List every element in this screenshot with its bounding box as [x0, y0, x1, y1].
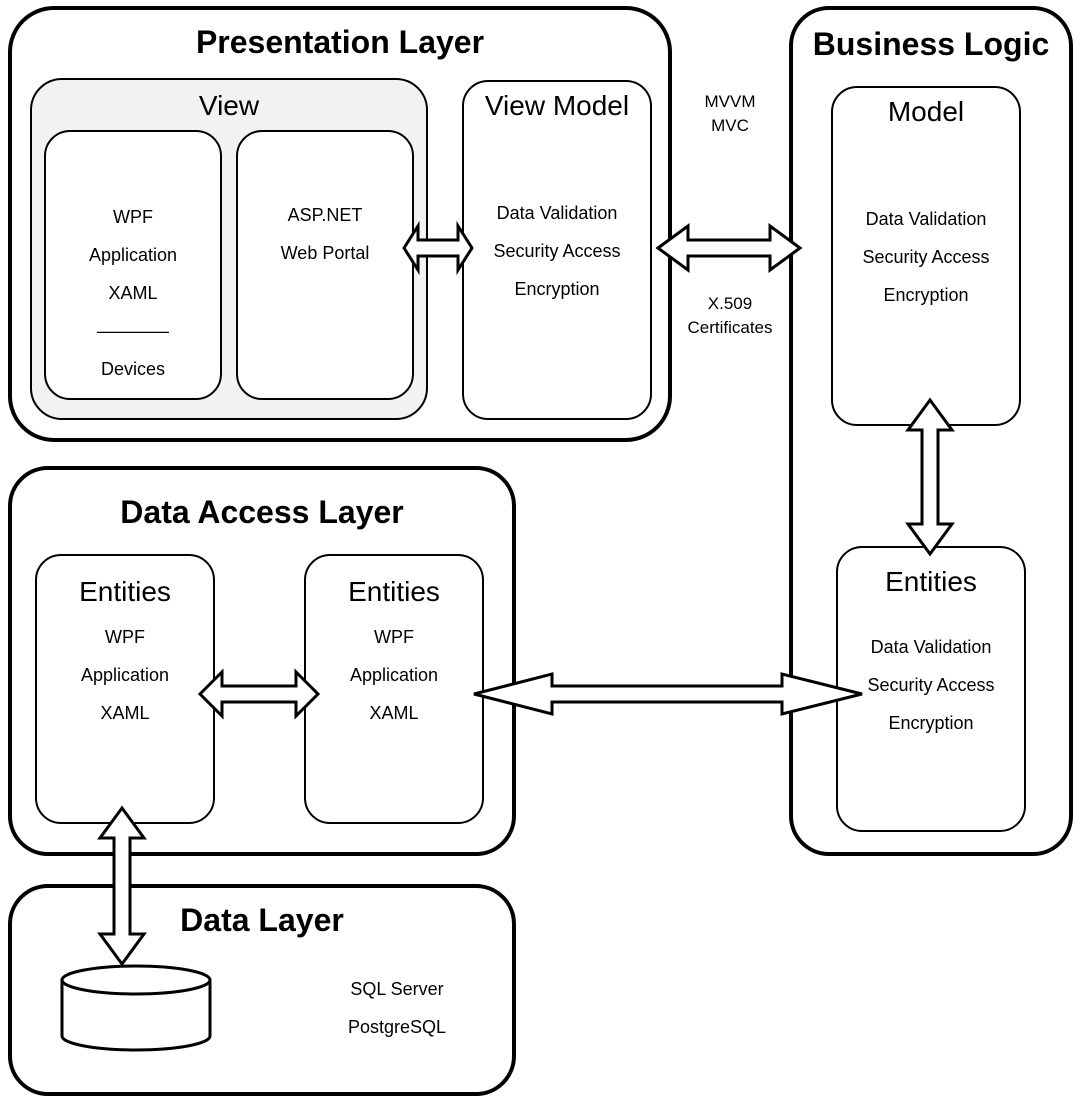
entities-right-wpf: WPF: [374, 627, 414, 647]
view-model-security-access: Security Access: [493, 241, 621, 261]
entities-security-access: Security Access: [867, 675, 995, 695]
pattern-labels: MVVM MVC: [680, 90, 780, 138]
entities-left-box: Entities WPF Application XAML: [35, 554, 215, 824]
data-layer-title: Data Layer: [180, 902, 344, 938]
sql-server-label: SQL Server: [350, 979, 444, 999]
entities-left-application: Application: [80, 665, 170, 685]
asp-net-label: ASP.NET: [287, 205, 363, 225]
database-list: SQL Server PostgreSQL: [312, 970, 482, 1046]
model-box: Model Data Validation Security Access En…: [831, 86, 1021, 426]
arrow-viewmodel-model: [655, 223, 803, 273]
certificates-label: Certificates: [687, 318, 773, 337]
separator-line: ————: [97, 321, 169, 341]
model-data-validation: Data Validation: [865, 209, 987, 229]
entities-right-application: Application: [349, 665, 439, 685]
view-model-title: View Model: [484, 90, 630, 121]
business-entities-title: Entities: [885, 566, 977, 597]
view-model-data-validation: Data Validation: [496, 203, 618, 223]
entities-data-validation: Data Validation: [870, 637, 992, 657]
asp-net-box: ASP.NET Web Portal: [236, 130, 414, 400]
data-access-layer: Data Access Layer Entities WPF Applicati…: [8, 466, 516, 856]
presentation-layer: Presentation Layer View WPF Application …: [8, 6, 672, 442]
data-layer: Data Layer SQL Server PostgreSQL: [8, 884, 516, 1096]
entities-left-title: Entities: [79, 576, 171, 607]
certificate-labels: X.509 Certificates: [672, 292, 788, 340]
wpf-label: WPF: [113, 207, 153, 227]
entities-encryption: Encryption: [888, 713, 974, 733]
application-label: Application: [88, 245, 178, 265]
model-security-access: Security Access: [862, 247, 990, 267]
model-encryption: Encryption: [883, 285, 969, 305]
view-group: View WPF Application XAML ———— Devices A…: [30, 78, 428, 420]
postgresql-label: PostgreSQL: [347, 1017, 447, 1037]
xaml-label: XAML: [108, 283, 158, 303]
mvvm-label: MVVM: [704, 92, 756, 111]
devices-label: Devices: [100, 359, 166, 379]
entities-left-xaml: XAML: [100, 703, 150, 723]
web-portal-label: Web Portal: [280, 243, 370, 263]
entities-right-title: Entities: [348, 576, 440, 607]
business-logic-title: Business Logic: [812, 26, 1050, 62]
model-title: Model: [887, 96, 965, 127]
presentation-layer-title: Presentation Layer: [195, 24, 485, 60]
entities-left-wpf: WPF: [105, 627, 145, 647]
entities-right-box: Entities WPF Application XAML: [304, 554, 484, 824]
business-logic-layer: Business Logic Model Data Validation Sec…: [789, 6, 1073, 856]
view-title: View: [198, 90, 260, 121]
x509-label: X.509: [707, 294, 753, 313]
entities-right-xaml: XAML: [369, 703, 419, 723]
business-entities-box: Entities Data Validation Security Access…: [836, 546, 1026, 832]
view-model-encryption: Encryption: [514, 279, 600, 299]
mvc-label: MVC: [711, 116, 749, 135]
data-access-layer-title: Data Access Layer: [120, 494, 404, 530]
wpf-application-box: WPF Application XAML ———— Devices: [44, 130, 222, 400]
view-model-box: View Model Data Validation Security Acce…: [462, 80, 652, 420]
